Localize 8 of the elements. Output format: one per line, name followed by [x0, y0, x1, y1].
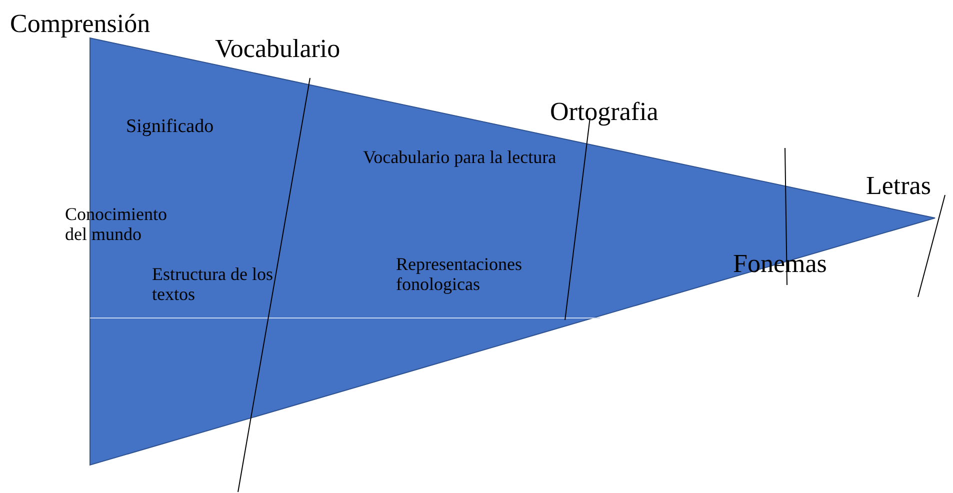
diagram-label: Ortografia [550, 98, 658, 127]
diagram-label: Significado [126, 117, 214, 138]
diagram-label: Letras [866, 172, 931, 201]
diagram-label: Vocabulario para la lectura [363, 148, 556, 168]
diagram-label: Estructura de los textos [152, 265, 274, 305]
diagram-label: Vocabulario [215, 35, 340, 64]
diagram-label: Comprensión [10, 10, 150, 39]
diagram-label: Representaciones fonologicas [396, 255, 523, 295]
